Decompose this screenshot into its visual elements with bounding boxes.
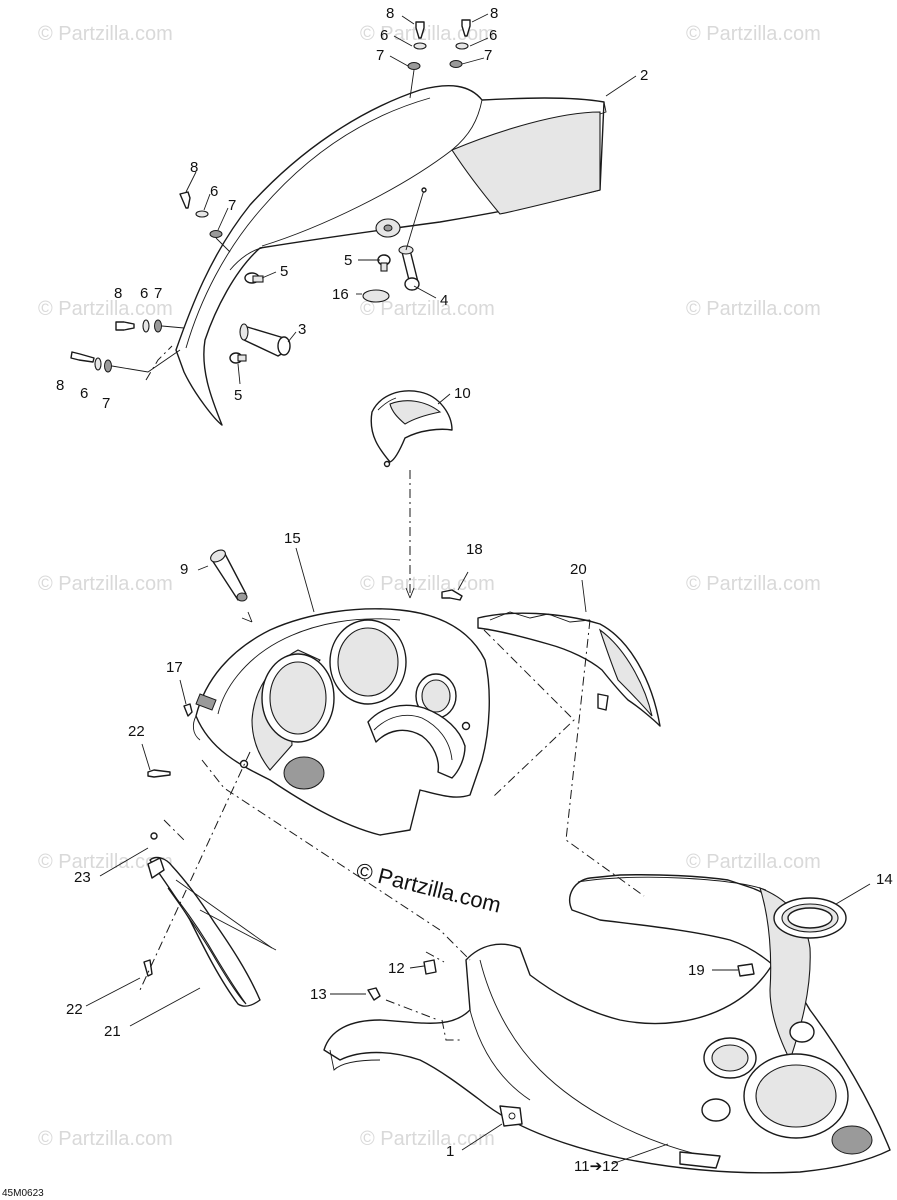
drawing-code: 45M0623 xyxy=(2,1188,44,1199)
callout-21: 21 xyxy=(104,1023,121,1040)
console-part-1 xyxy=(323,874,891,1174)
callout-11-to-12: 11➔12 xyxy=(574,1158,619,1175)
side-panel-part-21 xyxy=(147,832,277,1007)
callout-16: 16 xyxy=(332,286,349,303)
callout-6: 6 xyxy=(140,285,148,302)
watermark: © Partzilla.com xyxy=(38,573,173,595)
callout-6: 6 xyxy=(489,27,497,44)
callout-8: 8 xyxy=(386,5,394,22)
watermark: © Partzilla.com xyxy=(38,1128,173,1150)
watermark: © Partzilla.com xyxy=(38,851,173,873)
callout-8: 8 xyxy=(56,377,64,394)
callout-8: 8 xyxy=(114,285,122,302)
plug-part-16 xyxy=(362,289,390,303)
callout-5: 5 xyxy=(234,387,242,404)
hinge-post-part-3 xyxy=(239,323,291,357)
callout-5: 5 xyxy=(280,263,288,280)
watermark: © Partzilla.com xyxy=(360,573,495,595)
callout-leaders xyxy=(85,13,871,1165)
fastener-part-5 xyxy=(229,254,391,364)
clip-part-19 xyxy=(737,963,755,977)
callout-13: 13 xyxy=(310,986,327,1003)
callout-5: 5 xyxy=(344,252,352,269)
callout-6: 6 xyxy=(80,385,88,402)
watermark: © Partzilla.com xyxy=(686,298,821,320)
callout-1: 1 xyxy=(446,1143,454,1160)
clip-nut-part-12 xyxy=(423,959,437,975)
screw-part-13 xyxy=(367,987,381,1001)
watermark: © Partzilla.com xyxy=(686,851,821,873)
watermark: © Partzilla.com xyxy=(360,23,495,45)
pin-part-9 xyxy=(210,549,248,602)
latch-post-part-4 xyxy=(398,187,427,291)
callout-7: 7 xyxy=(228,197,236,214)
assembly-lines xyxy=(139,345,645,1041)
callout-15: 15 xyxy=(284,530,301,547)
hardware-stack-top-right xyxy=(449,19,471,68)
watermark: © Partzilla.com xyxy=(686,573,821,595)
arrow-down-icon xyxy=(241,611,253,623)
callout-3: 3 xyxy=(298,321,306,338)
hardware-stack-lower-left xyxy=(70,349,181,373)
callout-14: 14 xyxy=(876,871,893,888)
callout-22: 22 xyxy=(66,1001,83,1018)
callout-7: 7 xyxy=(154,285,162,302)
ring-part-14 xyxy=(773,897,847,939)
hardware-stack-left xyxy=(115,319,185,333)
callout-10: 10 xyxy=(454,385,471,402)
watermark: © Partzilla.com xyxy=(360,298,495,320)
arrow-down-icon xyxy=(405,587,415,599)
screw-part-18 xyxy=(441,589,463,601)
callout-17: 17 xyxy=(166,659,183,676)
callout-8: 8 xyxy=(190,159,198,176)
callout-6: 6 xyxy=(380,27,388,44)
callout-22: 22 xyxy=(128,723,145,740)
callout-12: 12 xyxy=(388,960,405,977)
hardware-stack-mid-left xyxy=(179,191,231,253)
callout-7: 7 xyxy=(376,47,384,64)
screw-part-22-upper xyxy=(147,769,171,778)
callout-18: 18 xyxy=(466,541,483,558)
side-trim-part-20 xyxy=(477,611,661,727)
callout-labels: 8 6 7 8 6 7 2 8 6 7 5 5 16 4 8 6 7 3 8 6… xyxy=(56,5,893,1175)
callout-9: 9 xyxy=(180,561,188,578)
watermark: © Partzilla.com xyxy=(686,23,821,45)
screw-part-17 xyxy=(183,703,193,717)
upper-cover-part-2 xyxy=(175,85,607,426)
instrument-panel-part-15 xyxy=(192,608,490,836)
screw-part-22-lower xyxy=(143,959,153,977)
callout-4: 4 xyxy=(440,292,448,309)
callout-2: 2 xyxy=(640,67,648,84)
watermark: © Partzilla.com xyxy=(38,23,173,45)
callout-20: 20 xyxy=(570,561,587,578)
watermark: © Partzilla.com xyxy=(38,298,173,320)
callout-19: 19 xyxy=(688,962,705,979)
watermark: © Partzilla.com xyxy=(360,1128,495,1150)
callout-6: 6 xyxy=(210,183,218,200)
callout-7: 7 xyxy=(102,395,110,412)
callout-7: 7 xyxy=(484,47,492,64)
bezel-part-10 xyxy=(370,390,453,468)
callout-8: 8 xyxy=(490,5,498,22)
callout-23: 23 xyxy=(74,869,91,886)
hardware-stack-top-left xyxy=(407,21,427,99)
